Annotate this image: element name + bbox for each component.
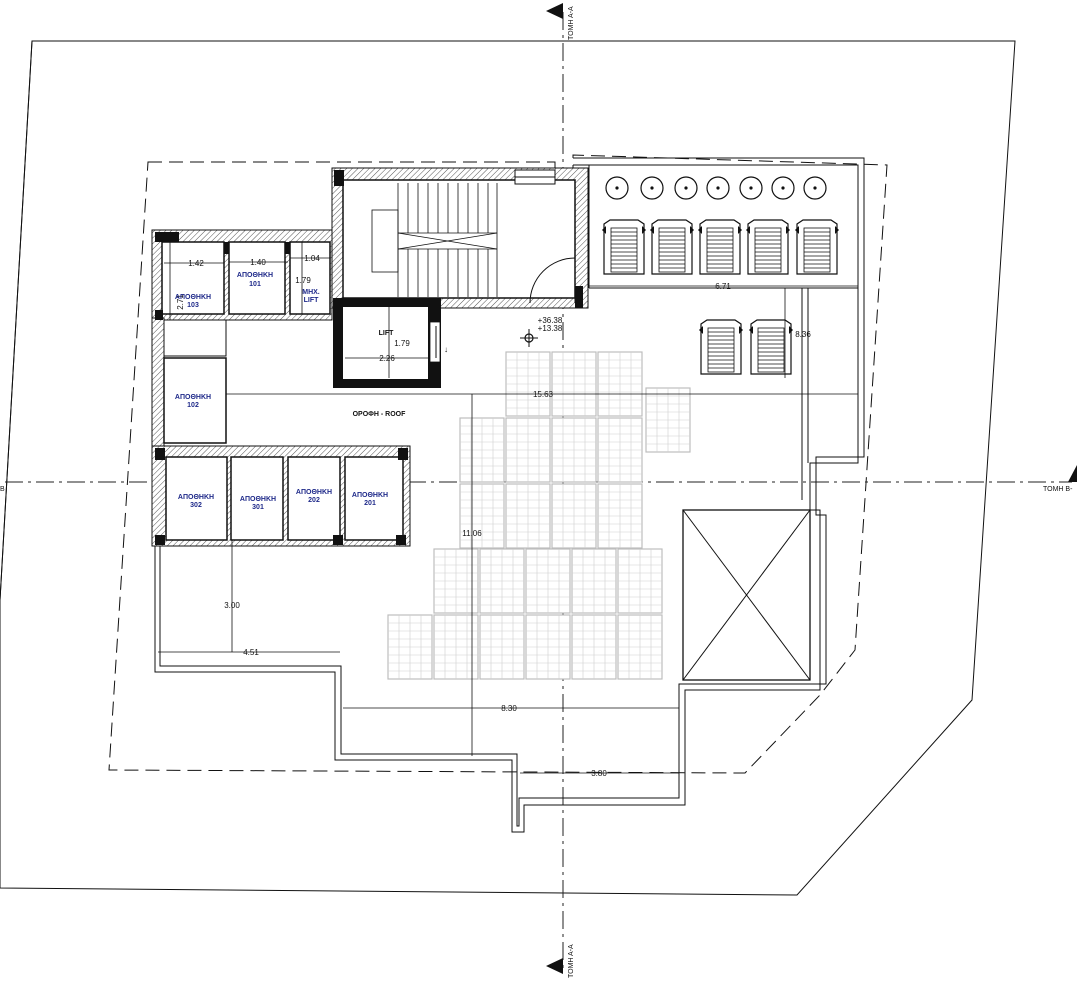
triangle-marker-icon bbox=[1068, 465, 1077, 482]
dim-2-26: 2.26 bbox=[379, 354, 395, 363]
dim-1-40: 1.40 bbox=[250, 258, 266, 267]
building-outline-dashed bbox=[108, 154, 888, 774]
plot-boundary bbox=[0, 40, 1016, 896]
room-201-label: ΑΠΟΘΗΚΗ bbox=[352, 492, 388, 499]
dim-8-30: 8.30 bbox=[501, 704, 517, 713]
room-102-label: ΑΠΟΘΗΚΗ bbox=[175, 394, 211, 401]
circle-tank-icon bbox=[605, 176, 827, 200]
level-upper: +36.38 bbox=[538, 316, 563, 325]
room-201-number: 201 bbox=[364, 500, 376, 507]
section-label-top: ΤΟΜΗ Α-Α bbox=[568, 6, 575, 40]
mech-room-label-2: LIFT bbox=[304, 297, 319, 304]
roof-label: ΟΡΟΦΗ - ROOF bbox=[353, 411, 407, 418]
lift-arrow: ↓ bbox=[444, 345, 448, 354]
skylight-void bbox=[682, 509, 811, 681]
room-101-label: ΑΠΟΘΗΚΗ bbox=[237, 272, 273, 279]
roof-outline bbox=[154, 164, 859, 833]
dim-2-71: 2.71 bbox=[176, 294, 185, 310]
dim-6-71: 6.71 bbox=[715, 282, 731, 291]
dim-1-79-a: 1.79 bbox=[295, 276, 311, 285]
mech-room-label-1: ΜΗΧ. bbox=[302, 289, 320, 296]
solar-collector-icon bbox=[601, 219, 840, 375]
room-103-number: 103 bbox=[187, 302, 199, 309]
section-label-left: Β bbox=[0, 486, 5, 493]
triangle-marker-icon bbox=[546, 958, 563, 974]
crosshair-level-icon bbox=[520, 329, 538, 347]
room-301-label: ΑΠΟΘΗΚΗ bbox=[240, 496, 276, 503]
room-202-label: ΑΠΟΘΗΚΗ bbox=[296, 489, 332, 496]
room-302-number: 302 bbox=[190, 502, 202, 509]
lift-shaft bbox=[333, 298, 441, 388]
level-lower: +13.38 bbox=[538, 324, 563, 333]
dim-1-04: 1.04 bbox=[304, 254, 320, 263]
dim-3-00: 3.00 bbox=[224, 601, 240, 610]
room-103-label: ΑΠΟΘΗΚΗ bbox=[175, 294, 211, 301]
staircase-core bbox=[331, 167, 589, 309]
dim-11-06: 11.06 bbox=[462, 529, 482, 538]
triangle-marker-icon bbox=[546, 3, 563, 19]
dim-1-79-b: 1.79 bbox=[394, 339, 410, 348]
dim-4-51: 4.51 bbox=[243, 648, 259, 657]
dim-15-63: 15.63 bbox=[533, 390, 554, 399]
room-101-number: 101 bbox=[249, 281, 261, 288]
room-102-number: 102 bbox=[187, 402, 199, 409]
dim-8-36: 8.36 bbox=[795, 330, 811, 339]
room-202-number: 202 bbox=[308, 497, 320, 504]
dim-3-80: 3.80 bbox=[591, 769, 607, 778]
dim-1-42: 1.42 bbox=[188, 259, 204, 268]
room-302-label: ΑΠΟΘΗΚΗ bbox=[178, 494, 214, 501]
lift-label: LIFT bbox=[379, 330, 394, 337]
dimension-lines bbox=[158, 242, 858, 774]
section-label-bottom: ΤΟΜΗ Α-Α bbox=[568, 944, 575, 978]
room-301-number: 301 bbox=[252, 504, 264, 511]
pv-panel-icon bbox=[387, 351, 691, 680]
storage-block-lower bbox=[151, 445, 411, 547]
section-label-right: ΤΟΜΗ Β- bbox=[1043, 486, 1073, 493]
